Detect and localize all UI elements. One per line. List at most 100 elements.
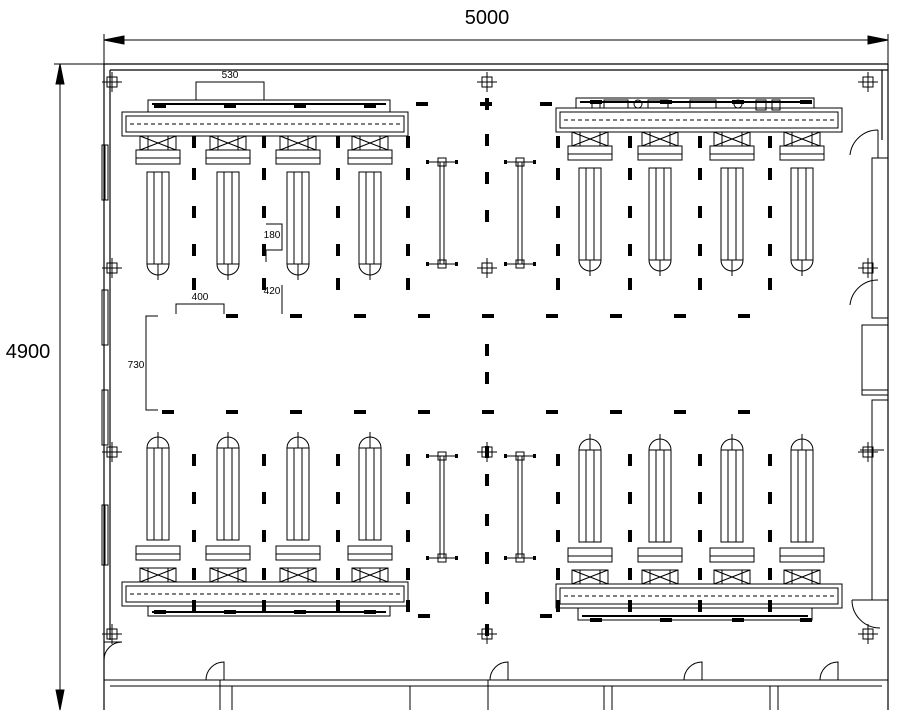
dash-mark: [192, 278, 196, 290]
dash-mark: [485, 514, 489, 526]
bottom-rooms: [103, 641, 888, 710]
dash-mark: [698, 136, 702, 148]
dash-mark: [556, 492, 560, 504]
dash-mark: [768, 278, 772, 290]
dimension-400-label: 400: [192, 292, 209, 303]
dash-mark: [628, 168, 632, 180]
dash-mark: [262, 136, 266, 148]
dash-mark: [416, 102, 428, 106]
column-marker: [858, 442, 878, 462]
dash-mark: [262, 168, 266, 180]
dash-mark: [262, 454, 266, 466]
left-wall-windows: [101, 144, 109, 566]
dash-mark: [698, 244, 702, 256]
dash-mark: [768, 168, 772, 180]
overall-width-label: 5000: [465, 7, 510, 29]
dash-mark: [556, 600, 560, 612]
column-marker: [102, 442, 122, 462]
unit-group-top-left: [135, 135, 393, 280]
building-outer-wall: [103, 63, 889, 710]
dimension-730-label: 730: [128, 360, 145, 371]
dash-mark: [485, 98, 489, 110]
dash-mark: [192, 244, 196, 256]
dash-mark: [628, 530, 632, 542]
dash-mark: [262, 492, 266, 504]
dash-mark: [336, 278, 340, 290]
dash-mark: [262, 244, 266, 256]
dash-mark: [768, 454, 772, 466]
dash-mark: [226, 410, 238, 414]
machine-unit: [567, 131, 613, 276]
dash-mark: [698, 454, 702, 466]
dash-mark: [698, 600, 702, 612]
dash-mark: [485, 172, 489, 184]
dash-mark: [192, 530, 196, 542]
dash-mark: [192, 492, 196, 504]
machine-unit: [637, 131, 683, 276]
machine-unit: [135, 432, 181, 583]
dash-mark: [262, 530, 266, 542]
dash-mark: [556, 206, 560, 218]
dash-mark: [698, 168, 702, 180]
dash-mark: [768, 530, 772, 542]
overall-width-dimension: [103, 34, 889, 70]
dash-mark: [192, 168, 196, 180]
machine-bank-top-right: [555, 97, 843, 133]
dash-mark: [406, 454, 410, 466]
dash-mark: [556, 454, 560, 466]
dash-mark: [674, 410, 686, 414]
dash-mark: [738, 314, 750, 318]
machine-unit: [567, 434, 613, 585]
dash-mark: [485, 446, 489, 458]
dash-mark: [768, 600, 772, 612]
dash-mark: [406, 492, 410, 504]
dash-mark: [192, 136, 196, 148]
dash-mark: [698, 278, 702, 290]
machine-unit: [347, 432, 393, 583]
dash-mark: [556, 168, 560, 180]
dash-mark: [290, 410, 302, 414]
dash-mark: [192, 568, 196, 580]
right-wall-details: [849, 129, 889, 629]
machine-unit: [637, 434, 683, 585]
column-marker: [858, 258, 878, 278]
dash-mark: [556, 278, 560, 290]
dash-mark: [192, 454, 196, 466]
dash-mark: [768, 492, 772, 504]
dash-mark: [628, 206, 632, 218]
machine-bank-bottom-right: [555, 583, 843, 621]
dash-mark: [262, 278, 266, 290]
dash-mark: [418, 410, 430, 414]
unit-group-top-right: [567, 131, 825, 276]
column-marker: [858, 624, 878, 644]
overall-height-dimension: [54, 63, 110, 711]
machine-unit: [709, 434, 755, 585]
dash-mark: [556, 136, 560, 148]
machine-unit: [779, 434, 825, 585]
dash-mark: [485, 210, 489, 222]
dash-mark: [406, 136, 410, 148]
dash-mark: [610, 410, 622, 414]
dimension-420-label: 420: [264, 286, 281, 297]
dash-mark: [406, 278, 410, 290]
dash-mark: [768, 568, 772, 580]
dimension-530-label: 530: [222, 70, 239, 81]
dash-mark: [628, 136, 632, 148]
dash-mark: [738, 410, 750, 414]
dimension-400: [175, 303, 225, 314]
dash-mark: [485, 372, 489, 384]
dash-mark: [336, 244, 340, 256]
machine-bank-top-left: [121, 99, 409, 137]
dash-mark: [628, 600, 632, 612]
dash-mark: [354, 314, 366, 318]
dash-mark: [224, 104, 236, 108]
floor-dash-marks: [154, 98, 812, 636]
dash-mark: [336, 530, 340, 542]
dimension-180-420: [265, 223, 283, 314]
dash-mark: [556, 568, 560, 580]
dash-mark: [482, 410, 494, 414]
dash-mark: [262, 568, 266, 580]
machine-unit: [709, 131, 755, 276]
dimension-730: [145, 315, 158, 411]
machine-unit: [135, 135, 181, 280]
